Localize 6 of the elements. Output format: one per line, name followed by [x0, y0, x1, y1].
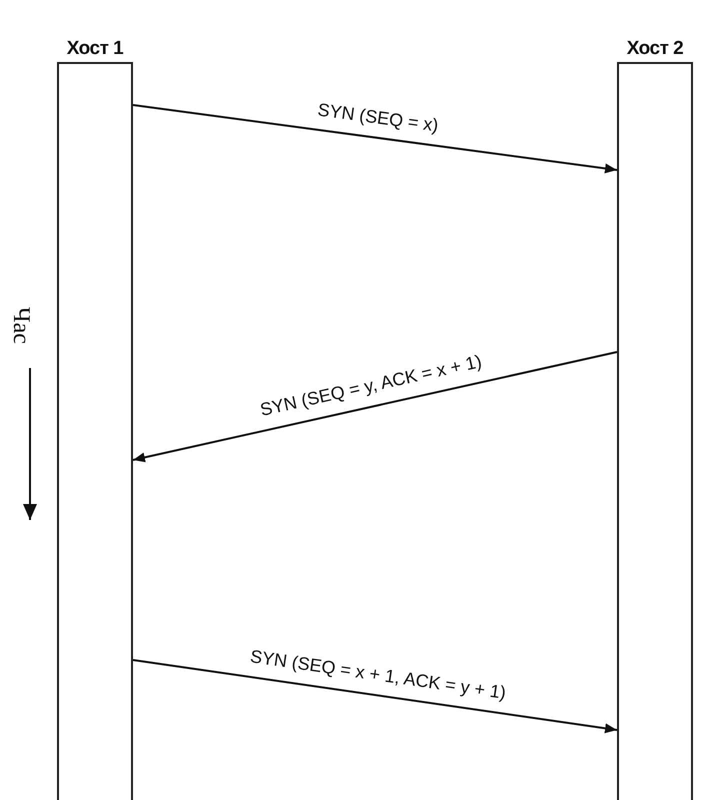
message-arrow [132, 659, 618, 734]
time-label: Час [6, 307, 34, 344]
message-arrow [132, 351, 618, 462]
host-title: Хост 1 [66, 38, 124, 60]
host-title: Хост 2 [626, 38, 684, 60]
message-arrow [132, 104, 618, 174]
